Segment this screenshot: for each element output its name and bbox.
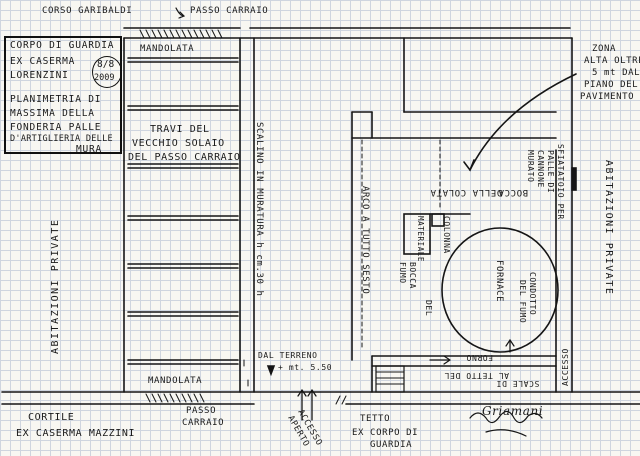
travi-label-2: VECCHIO SOLAIO — [132, 138, 225, 149]
sfiatatoio-label-2: PALLE DI — [546, 150, 555, 194]
mandolata-top-label: MANDOLATA — [140, 44, 195, 54]
passo-carraio-bottom-label-1: PASSO — [186, 406, 217, 416]
accesso-forno-label-3: FORNO — [466, 353, 494, 362]
bocca-fumo-label-2: DEL — [424, 300, 433, 317]
signature: Griamani — [482, 404, 544, 418]
tetto-label-2: EX CORPO DI — [352, 428, 419, 438]
arco-label: ARCO A TUTTO SESTO — [360, 186, 370, 295]
scale-label: SCALE DI — [496, 379, 540, 388]
travi-label-1: TRAVI DEL — [150, 124, 210, 135]
colonna-label: COLONNA — [442, 216, 451, 254]
bocca-colata-label-1: BOCCA — [498, 187, 529, 197]
materiale-label: MATERIALE — [416, 216, 425, 263]
date-oval: 8/8 2009 — [92, 56, 122, 88]
bocca-colata-label-2: DELLA COLATA — [430, 187, 503, 197]
fornace-label: FORNACE — [494, 260, 504, 303]
date-year: 2009 — [94, 73, 115, 83]
title-line-4: PLANIMETRIA DI — [10, 94, 102, 105]
title-line-8: MURA — [76, 144, 103, 155]
title-line-2: EX CASERMA — [10, 56, 76, 67]
zona-label-2: ALTA OLTRE — [584, 56, 640, 66]
cortile-label-2: EX CASERMA MAZZINI — [16, 428, 136, 439]
condotto-label-2: DEL FUMO — [518, 280, 527, 324]
condotto-label-1: CONDOTTO — [528, 272, 537, 316]
zona-label-3: 5 mt DAL — [592, 68, 640, 78]
corso-garibaldi-label: CORSO GARIBALDI — [42, 6, 133, 16]
tetto-label-1: TETTO — [360, 414, 391, 424]
bocca-fumo-label-1: BOCCA — [408, 262, 417, 290]
zona-label-4: PIANO DEL — [584, 80, 639, 90]
title-line-7: D'ARTIGLIERIA DELLE — [10, 134, 113, 144]
accesso-forno-label-1: ACCESSO — [561, 348, 570, 386]
title-line-5: MASSIMA DELLA — [10, 108, 95, 119]
date-day-month: 8/8 — [97, 59, 115, 70]
dal-terreno-label-2: + mt. 5.50 — [278, 363, 333, 372]
zona-label-1: ZONA — [592, 44, 617, 54]
tetto-label-3: GUARDIA — [370, 440, 413, 450]
mandolata-bottom-label: MANDOLATA — [148, 376, 203, 386]
bocca-fumo-label-3: FUMO — [398, 262, 407, 284]
title-block: CORPO DI GUARDIA EX CASERMA LORENZINI PL… — [4, 36, 122, 155]
cortile-label-1: CORTILE — [28, 412, 75, 423]
fornace-outline — [441, 227, 559, 353]
title-line-1: CORPO DI GUARDIA — [10, 40, 115, 51]
scalino-label: SCALINO IN MURATURA h cm.30 h — [254, 122, 264, 297]
passo-carraio-bottom-label-2: CARRAIO — [182, 418, 225, 428]
travi-label-3: DEL PASSO CARRAIO — [128, 152, 241, 163]
dal-terreno-label-1: DAL TERRENO — [258, 351, 318, 360]
abitazioni-right-label: ABITAZIONI PRIVATE — [603, 160, 614, 296]
passo-carraio-top-label: PASSO CARRAIO — [190, 6, 269, 16]
abitazioni-left-label: ABITAZIONI PRIVATE — [50, 218, 61, 354]
zona-label-5: PAVIMENTO — [580, 92, 635, 102]
title-line-3: LORENZINI — [10, 70, 69, 81]
title-line-6: FONDERIA PALLE — [10, 122, 102, 133]
sfiatatoio-label-4: MURATO — [526, 150, 535, 183]
sfiatatoio-label-3: CANNONE — [536, 150, 545, 188]
sfiatatoio-label-1: SFIATATOIO PER — [556, 144, 565, 220]
